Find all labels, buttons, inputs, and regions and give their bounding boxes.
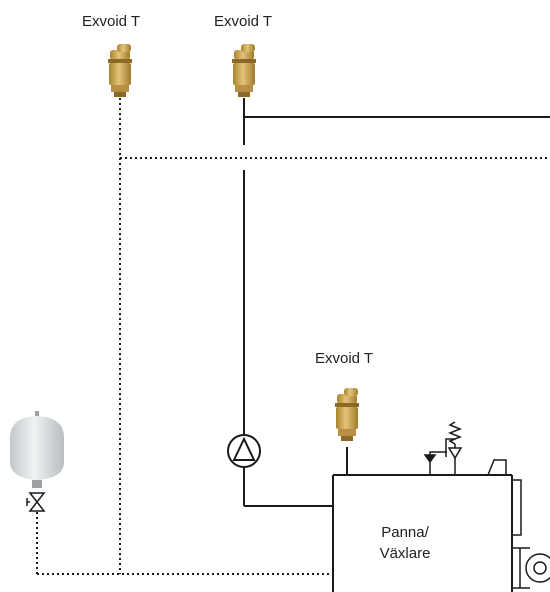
vent-1-label: Exvoid T	[82, 13, 141, 30]
safety-valve-icon	[423, 421, 463, 475]
circulation-pump-icon	[227, 434, 261, 468]
return-pipes	[36, 98, 550, 575]
vent-2-label: Exvoid T	[214, 13, 273, 30]
vent-3-label: Exvoid T	[315, 350, 374, 367]
air-vent-icon	[108, 44, 132, 97]
boiler-label-line1: Panna/	[381, 524, 429, 541]
air-vent-icon	[232, 44, 256, 97]
expansion-tank-icon	[10, 411, 64, 488]
supply-pipes	[243, 98, 550, 507]
valve-icon	[26, 492, 46, 512]
air-vent-icon	[335, 388, 359, 441]
boiler	[332, 459, 550, 592]
boiler-label-line2: Växlare	[379, 545, 431, 562]
